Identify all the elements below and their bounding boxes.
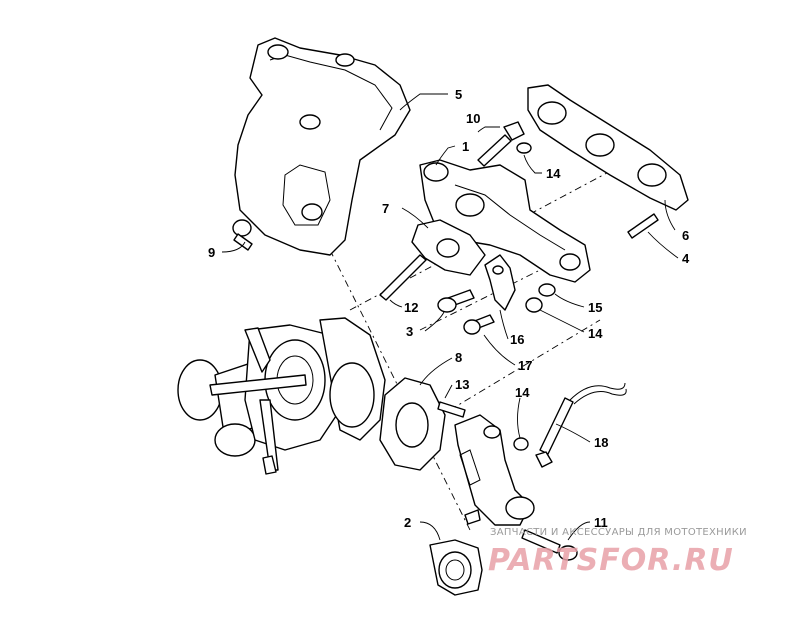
callout-3: 3 xyxy=(406,324,413,339)
exhaust-elbow xyxy=(454,414,535,526)
bracket-16 xyxy=(484,254,516,311)
turbo-outlet-gasket xyxy=(379,377,446,471)
bolt-9 xyxy=(232,219,253,251)
callout-12: 12 xyxy=(404,300,418,315)
bolt-3 xyxy=(437,289,475,313)
watermark-tagline: ЗАПЧАСТИ И АКСЕССУАРЫ ДЛЯ МОТОТЕХНИКИ xyxy=(490,527,747,538)
turbo-flange-gasket xyxy=(411,219,486,276)
callout-7: 7 xyxy=(382,201,389,216)
callout-6: 6 xyxy=(682,228,689,243)
callout-5: 5 xyxy=(455,87,462,102)
callout-8: 8 xyxy=(455,350,462,365)
callout-11: 11 xyxy=(594,515,608,530)
callout-14-upper: 14 xyxy=(546,166,561,181)
exhaust-manifold xyxy=(419,159,591,283)
bolt-10 xyxy=(477,121,525,167)
turbocharger xyxy=(177,317,386,475)
callouts: 5 1 10 14 7 9 6 4 12 3 15 14 16 17 8 13 … xyxy=(208,87,690,530)
callout-15: 15 xyxy=(588,300,602,315)
callout-9: 9 xyxy=(208,245,215,260)
callout-17: 17 xyxy=(518,358,532,373)
callout-14-middle: 14 xyxy=(588,326,603,341)
bolt-17 xyxy=(463,314,495,335)
leader-lines xyxy=(221,93,679,541)
callout-13: 13 xyxy=(455,377,469,392)
nut-14-lower xyxy=(513,437,529,451)
watermark-logo: PARTSFOR.RU xyxy=(488,543,734,578)
callout-14-lower: 14 xyxy=(515,385,530,400)
nut-14-upper xyxy=(516,142,532,154)
callout-1: 1 xyxy=(462,139,469,154)
stud-4 xyxy=(627,213,659,239)
callout-2: 2 xyxy=(404,515,411,530)
oxygen-sensor xyxy=(535,382,627,468)
callout-10: 10 xyxy=(466,111,480,126)
washer-15 xyxy=(538,283,556,297)
exhaust-clamp xyxy=(429,509,483,596)
bolt-11 xyxy=(521,529,578,561)
callout-16: 16 xyxy=(510,332,524,347)
callout-18: 18 xyxy=(594,435,608,450)
stud-13 xyxy=(437,401,466,418)
nut-14-middle xyxy=(525,297,543,313)
heat-shield xyxy=(234,37,411,256)
callout-4: 4 xyxy=(682,251,690,266)
exhaust-gasket xyxy=(527,84,689,211)
stud-12 xyxy=(379,254,427,301)
watermark: ЗАПЧАСТИ И АКСЕССУАРЫ ДЛЯ МОТОТЕХНИКИ PA… xyxy=(488,527,747,578)
